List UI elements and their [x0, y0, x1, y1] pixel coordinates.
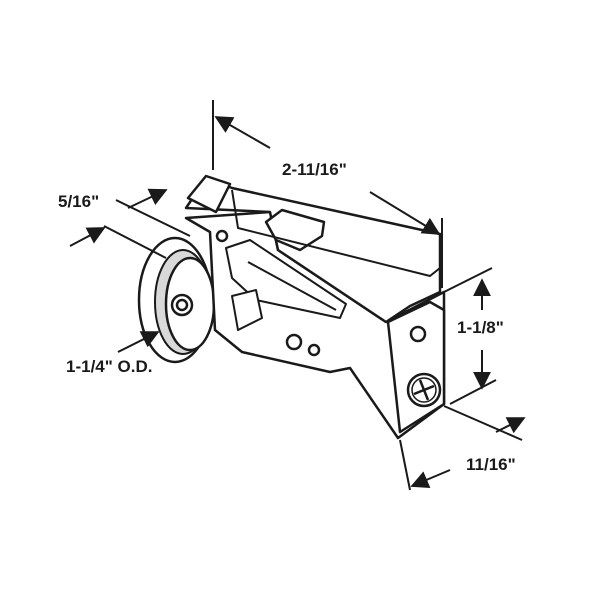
adjustment-screw	[406, 372, 442, 408]
roller-wheel	[137, 236, 216, 364]
wheel-width-arrow-upper	[127, 188, 168, 209]
dimension-wheel-od	[117, 331, 160, 353]
depth-label: 11/16"	[466, 455, 516, 474]
wheel-width-arrow-lower	[69, 227, 106, 247]
dimension-height	[443, 267, 497, 405]
dimension-depth	[399, 405, 526, 491]
depth-arrow-left	[410, 469, 451, 489]
length-arrow-right	[369, 191, 441, 235]
dimension-length	[212, 100, 443, 288]
housing-hole-upper	[215, 229, 229, 243]
wheel-width-label: 5/16"	[58, 192, 100, 211]
roller-housing	[184, 174, 446, 440]
housing-front-tab	[186, 174, 232, 214]
dimension-wheel-width	[69, 188, 191, 259]
depth-arrow-right	[495, 417, 526, 434]
length-arrow-left	[214, 116, 271, 149]
housing-center-tab	[264, 208, 326, 252]
length-label: 2-11/16"	[282, 160, 347, 179]
housing-hole-left	[285, 333, 303, 351]
housing-hole-right	[307, 343, 321, 357]
screw-slot-vertical	[418, 379, 430, 401]
wheel-axle-inner	[175, 298, 189, 312]
wheel-od-leader	[117, 331, 160, 353]
housing-hole-end	[409, 325, 427, 343]
height-label: 1-1/8"	[457, 318, 504, 337]
wheel-diameter-label: 1-1/4" O.D.	[66, 357, 153, 376]
